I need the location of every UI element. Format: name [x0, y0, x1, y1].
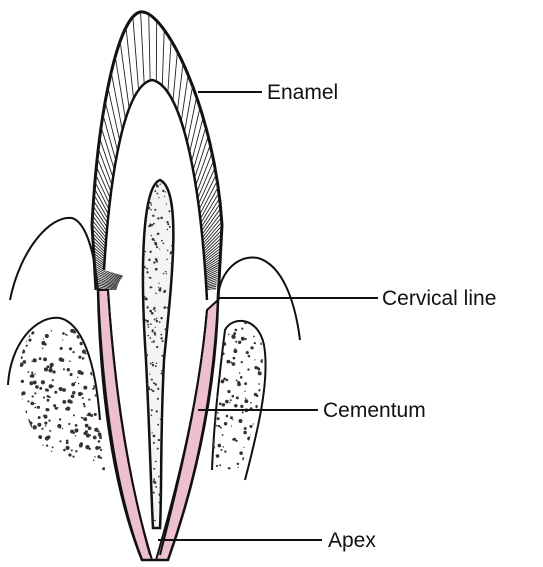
pulp-chamber — [143, 180, 173, 528]
enamel-hatching — [0, 0, 472, 295]
label-cementum: Cementum — [323, 399, 426, 422]
label-apex: Apex — [328, 529, 376, 552]
bone-left-stipple — [14, 329, 107, 472]
gum-left-outline — [10, 218, 98, 300]
label-cervical-line: Cervical line — [382, 287, 496, 310]
bone-right-outline — [212, 321, 266, 480]
label-enamel: Enamel — [267, 81, 338, 104]
